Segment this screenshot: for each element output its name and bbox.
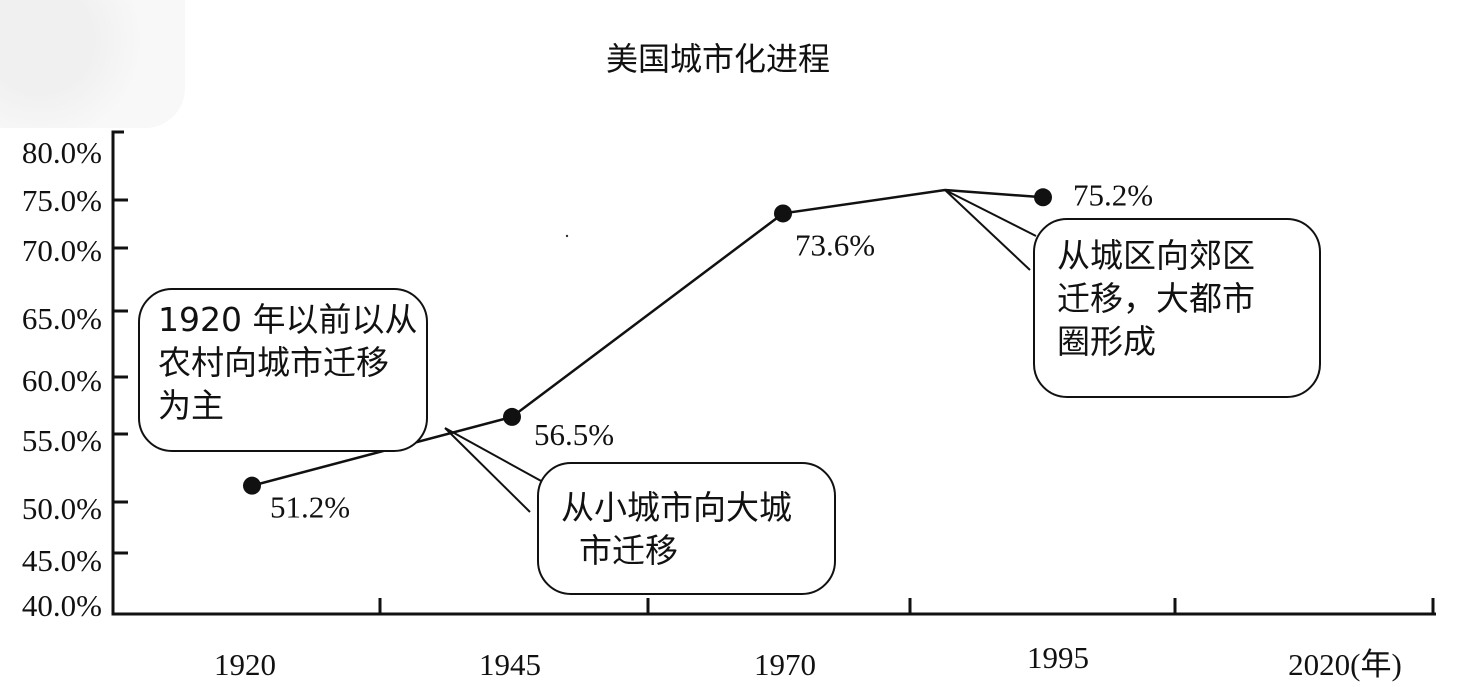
x-tick-label: 1945: [479, 647, 541, 682]
callout-line: 圈形成: [1057, 322, 1156, 361]
callout-1945: 从小城市向大城 市迁移: [537, 462, 836, 595]
y-tick-label: 75.0%: [22, 183, 102, 218]
callout-pointer: [944, 189, 1031, 271]
callout-pointer: [944, 189, 1037, 237]
callout-line: 迁移，大都市: [1057, 279, 1255, 318]
x-tick-label: 2020(年): [1288, 647, 1402, 682]
chart-title: 美国城市化进程: [606, 40, 830, 78]
y-tick-label: 60.0%: [22, 363, 102, 398]
callout-1995: 从城区向郊区 迁移，大都市 圈形成: [1033, 218, 1321, 398]
y-tick-label: 50.0%: [22, 491, 102, 526]
x-tick-label: 1970: [754, 647, 816, 682]
y-tick-label: 70.0%: [22, 233, 102, 268]
axis-lines: [111, 130, 1436, 616]
callout-line: 市迁移: [579, 531, 678, 570]
watermark: [0, 0, 185, 128]
y-tick-label: 45.0%: [22, 543, 102, 578]
callout-line: 1920 年以前以从: [158, 300, 418, 339]
stray-dot: [565, 234, 569, 238]
callout-line: 为主: [158, 386, 224, 425]
callout-line: 从小城市向大城: [561, 488, 792, 527]
x-tick-label: 1995: [1027, 640, 1089, 675]
callout-1920: 1920 年以前以从 农村向城市迁移 为主: [138, 288, 428, 452]
y-tick-label: 40.0%: [22, 588, 102, 623]
axes: 80.0% 75.0% 70.0% 65.0% 60.0% 55.0% 50.0% 45.0%…: [22, 130, 1436, 682]
callout-pointer: [444, 427, 531, 513]
callout-line: 从城区向郊区: [1057, 236, 1255, 275]
y-tick-label: 65.0%: [22, 301, 102, 336]
callout-pointer: [444, 427, 544, 483]
y-tick-label: 80.0%: [22, 135, 102, 170]
y-tick-label: 55.0%: [22, 423, 102, 458]
callout-pointers: [444, 189, 1037, 513]
x-tick-label: 1920: [214, 647, 276, 682]
callout-line: 农村向城市迁移: [158, 343, 389, 382]
